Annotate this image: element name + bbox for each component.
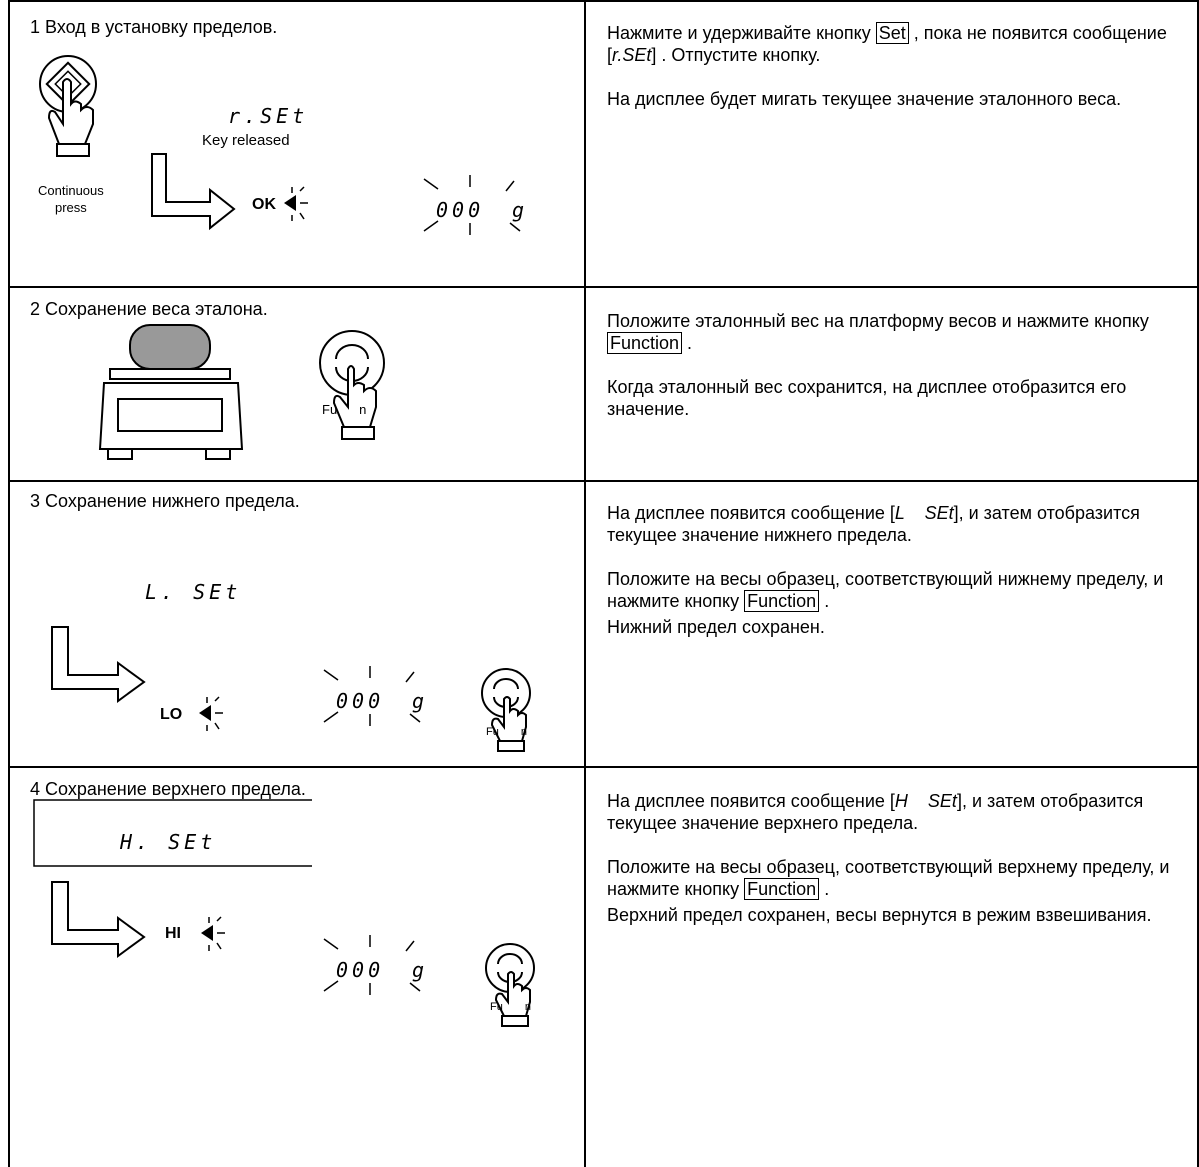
step-1-instruction-1: Нажмите и удерживайте кнопку Set , пока … — [607, 22, 1187, 66]
arrow-icon — [151, 153, 236, 231]
press-label: press — [55, 200, 87, 215]
hi-label: HI — [165, 925, 181, 942]
step-1-instructions: Нажмите и удерживайте кнопку Set , пока … — [607, 22, 1187, 110]
step-4-instruction-3: Верхний предел сохранен, весы вернутся в… — [607, 905, 1152, 925]
arrow-icon — [51, 881, 146, 958]
lcd-value: 000 — [336, 689, 385, 713]
table-top-border — [8, 0, 1199, 2]
table-right-border — [1197, 0, 1199, 1167]
message-lset: L SEt — [894, 503, 954, 523]
step-1-heading: 1 Вход в установку пределов. — [30, 17, 278, 37]
step-4-heading: 4 Сохранение верхнего предела. — [30, 779, 306, 799]
lcd-unit: g — [412, 689, 429, 713]
lcd-value: 000 — [436, 198, 485, 222]
key-released-label: Key released — [202, 132, 290, 149]
step-3-instruction-1: На дисплее появится сообщение [L SEt], и… — [607, 502, 1187, 546]
row-divider-1 — [8, 286, 1199, 288]
text: Нажмите и удерживайте кнопку — [607, 23, 876, 43]
text: ], и затем отобразится текущее значение … — [607, 791, 1144, 833]
function-button-icon — [319, 330, 385, 440]
text: . — [682, 333, 693, 353]
step-3-instruction-3: Нижний предел сохранен. — [607, 617, 825, 637]
table-left-border — [8, 0, 10, 1167]
function-key-label: Function — [744, 590, 820, 612]
step-2-instruction-2: Когда эталонный вес сохранится, на диспл… — [607, 377, 1127, 419]
text: ], и затем отобразится текущее значение … — [607, 503, 1140, 545]
scale-icon — [98, 324, 244, 460]
message-hset: H SEt — [894, 791, 957, 811]
step-4-instructions: На дисплее появится сообщение [H SEt], и… — [607, 790, 1187, 926]
column-divider — [584, 0, 586, 1167]
step-4-instruction-1: На дисплее появится сообщение [H SEt], и… — [607, 790, 1187, 834]
function-button-icon — [481, 668, 531, 752]
lcd-message-rset: r.SEt — [228, 104, 309, 128]
function-button-icon — [485, 943, 535, 1027]
lcd-value: 000 — [336, 958, 385, 982]
step-3-heading: 3 Сохранение нижнего предела. — [30, 491, 300, 511]
blink-rays-icon — [423, 175, 521, 235]
text: На дисплее появится сообщение [ — [607, 791, 895, 811]
function-key-label: Function — [607, 332, 683, 354]
display-frame — [33, 799, 312, 867]
blink-icon — [199, 696, 223, 731]
ok-label: OK — [252, 196, 276, 213]
lcd-unit: g — [512, 198, 529, 222]
text: . — [819, 879, 830, 899]
continuous-label: Continuous — [38, 183, 104, 198]
text: На дисплее появится сообщение [ — [607, 503, 895, 523]
step-1-instruction-2: На дисплее будет мигать текущее значение… — [607, 89, 1122, 109]
set-key-label: Set — [875, 22, 909, 44]
text: Положите эталонный вес на платформу весо… — [607, 311, 1149, 331]
text: . — [819, 591, 830, 611]
function-key-label: Function — [744, 878, 820, 900]
step-2-heading: 2 Сохранение веса эталона. — [30, 299, 268, 319]
row-divider-2 — [8, 480, 1199, 482]
step-2-instruction-1: Положите эталонный вес на платформу весо… — [607, 310, 1187, 354]
blink-rays-icon — [323, 666, 421, 726]
step-3-instructions: На дисплее появится сообщение [L SEt], и… — [607, 502, 1187, 638]
message-rset: r.SEt — [612, 45, 652, 65]
lcd-message-lset: L. SEt — [145, 580, 242, 604]
blink-rays-icon — [323, 935, 421, 995]
arrow-icon — [51, 626, 146, 703]
set-button-press-icon — [39, 55, 97, 157]
text: Положите на весы образец, соответствующи… — [607, 569, 1164, 611]
text: Положите на весы образец, соответствующи… — [607, 857, 1170, 899]
step-4-instruction-2: Положите на весы образец, соответствующи… — [607, 856, 1187, 900]
step-3-instruction-2: Положите на весы образец, соответствующи… — [607, 568, 1187, 612]
blink-icon — [201, 916, 225, 951]
step-2-instructions: Положите эталонный вес на платформу весо… — [607, 310, 1187, 420]
lcd-unit: g — [412, 958, 429, 982]
lcd-message-hset: H. SEt — [120, 830, 217, 854]
blink-icon — [284, 186, 308, 221]
text: ] . Отпустите кнопку. — [651, 45, 821, 65]
lo-label: LO — [160, 706, 183, 723]
text: , пока не появится сообщение [ — [607, 23, 1167, 65]
row-divider-3 — [8, 766, 1199, 768]
